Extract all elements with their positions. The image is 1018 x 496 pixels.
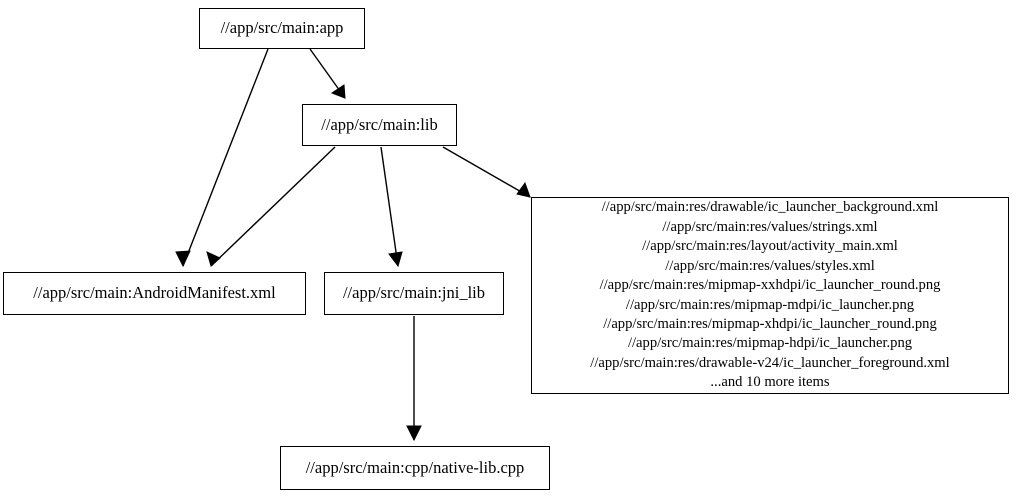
graph-node-native-lib-cpp[interactable]: //app/src/main:cpp/native-lib.cpp (280, 446, 550, 490)
graph-node-app[interactable]: //app/src/main:app (199, 8, 365, 49)
graph-arrowhead-icon (388, 251, 403, 268)
graph-arrowhead-icon (516, 181, 531, 198)
graph-arrowhead-icon (406, 425, 422, 442)
graph-node-res-group[interactable]: //app/src/main:res/drawable/ic_launcher_… (531, 197, 1009, 394)
graph-node-label: //app/src/main:AndroidManifest.xml (33, 283, 276, 303)
graph-node-label: //app/src/main:cpp/native-lib.cpp (305, 457, 525, 477)
graph-edge (182, 48, 269, 267)
graph-arrowhead-icon (206, 251, 221, 267)
graph-arrowhead-icon (330, 84, 346, 99)
graph-node-jni-lib[interactable]: //app/src/main:jni_lib (324, 272, 504, 315)
graph-edge (442, 146, 531, 198)
graph-edge (210, 146, 336, 267)
graph-edge (309, 48, 346, 99)
graph-edge (380, 146, 399, 267)
graph-node-lib[interactable]: //app/src/main:lib (302, 104, 457, 146)
graph-node-label: //app/src/main:app (220, 18, 344, 38)
graph-node-label: //app/src/main:jni_lib (342, 283, 486, 303)
graph-node-androidmanifest[interactable]: //app/src/main:AndroidManifest.xml (3, 272, 306, 315)
graph-node-label: //app/src/main:res/drawable/ic_launcher_… (590, 199, 950, 391)
graph-arrowhead-icon (175, 250, 191, 268)
graph-node-label: //app/src/main:lib (321, 114, 438, 134)
